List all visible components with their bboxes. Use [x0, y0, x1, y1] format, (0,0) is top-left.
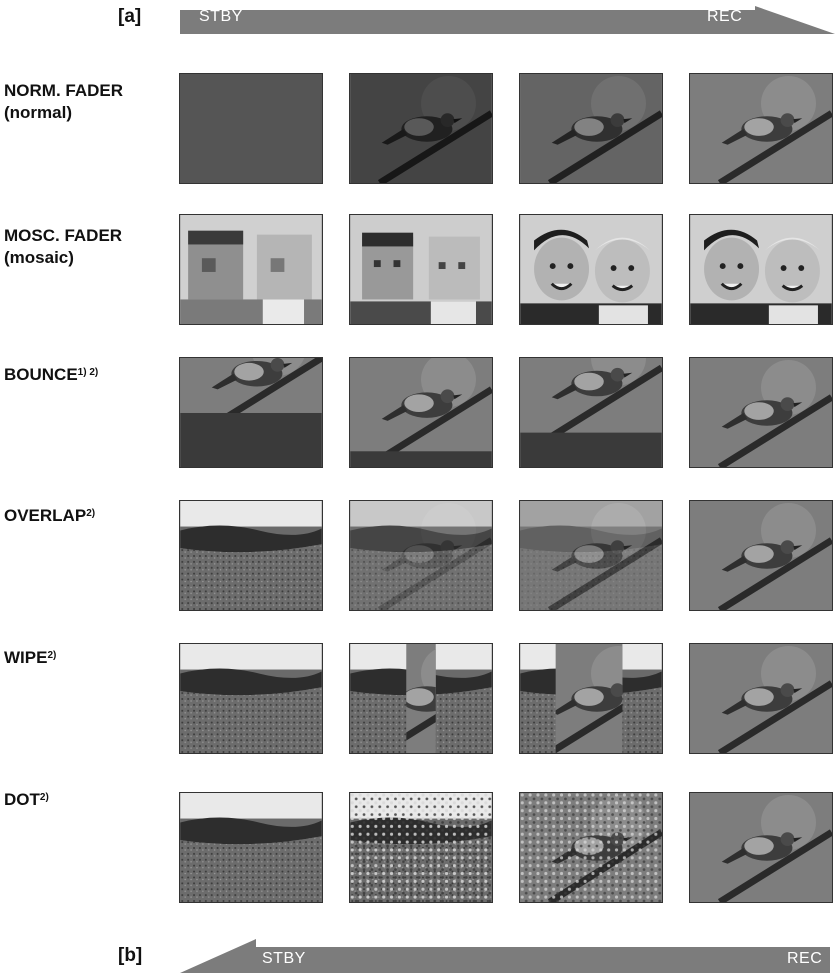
mosc-fader-frame-4	[689, 214, 833, 325]
dot-frame-2	[349, 792, 493, 903]
row-label-wipe: WIPE2)	[4, 647, 56, 669]
norm-fader-frame-2	[349, 73, 493, 184]
wipe-frame-2	[349, 643, 493, 754]
overlap-frame-3	[519, 500, 663, 611]
bounce-frame-1	[179, 357, 323, 468]
row-label-norm-fader: NORM. FADER(normal)	[4, 80, 123, 124]
dot-frame-4	[689, 792, 833, 903]
row-label-bounce: BOUNCE1) 2)	[4, 364, 98, 386]
mosc-fader-frame-2	[349, 214, 493, 325]
bounce-frame-4	[689, 357, 833, 468]
bounce-frame-2	[349, 357, 493, 468]
dot-frame-3	[519, 792, 663, 903]
norm-fader-frame-3	[519, 73, 663, 184]
row-label-dot: DOT2)	[4, 789, 49, 811]
wipe-frame-4	[689, 643, 833, 754]
wipe-frame-3	[519, 643, 663, 754]
dot-frame-1	[179, 792, 323, 903]
row-label-overlap: OVERLAP2)	[4, 505, 95, 527]
arrow-b-end: REC	[787, 950, 822, 968]
overlap-frame-4	[689, 500, 833, 611]
wipe-frame-1	[179, 643, 323, 754]
arrow-b-tag: [b]	[118, 945, 142, 967]
bounce-frame-3	[519, 357, 663, 468]
arrow-a-tag: [a]	[118, 6, 141, 28]
mosc-fader-frame-1	[179, 214, 323, 325]
mosc-fader-frame-3	[519, 214, 663, 325]
row-label-mosc-fader: MOSC. FADER(mosaic)	[4, 225, 122, 269]
norm-fader-frame-4	[689, 73, 833, 184]
overlap-frame-2	[349, 500, 493, 611]
arrow-a-start: STBY	[199, 8, 243, 26]
arrow-a-end: REC	[707, 8, 742, 26]
norm-fader-frame-1	[179, 73, 323, 184]
arrow-b-start: STBY	[262, 950, 306, 968]
overlap-frame-1	[179, 500, 323, 611]
